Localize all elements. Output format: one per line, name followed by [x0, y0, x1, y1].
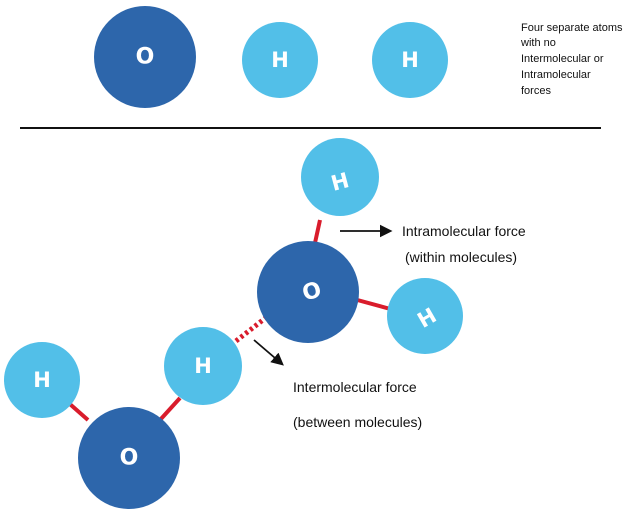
bonds: [61, 219, 395, 422]
separate-atoms-note: Four separate atoms with no Intermolecul…: [520, 22, 626, 97]
note-line-1: Four separate atoms: [521, 22, 623, 34]
note-line-5: forces: [521, 85, 551, 97]
note-line-2: with no: [520, 37, 556, 49]
separate-oxygen-atom: [94, 6, 196, 108]
lower-oxygen-atom: [78, 407, 180, 509]
separate-hydrogen-atom-2: [372, 22, 448, 98]
water-molecule-upper: H O H: [257, 138, 463, 354]
intramolecular-bond-lower-right: [158, 396, 182, 422]
lower-hydrogen-atom-left: [4, 342, 80, 418]
hydrogen-bond-dotted: [234, 314, 270, 343]
upper-hydrogen-atom-top: [301, 138, 379, 216]
intermolecular-arrow: [253, 339, 284, 366]
intramolecular-label-line-1: Intramolecular force: [402, 223, 526, 239]
note-line-3: Intermolecular or: [521, 53, 604, 65]
intermolecular-label-line-2: (between molecules): [293, 414, 422, 430]
intermolecular-label-line-1: Intermolecular force: [293, 379, 417, 395]
lower-oxygen-label: O: [120, 446, 139, 471]
separate-oxygen-label: O: [136, 45, 155, 70]
water-molecule-lower: H H O: [4, 327, 242, 509]
separate-hydrogen-atom-1: [242, 22, 318, 98]
upper-hydrogen-atom-right: [387, 278, 463, 354]
lower-hydrogen-label-left: H: [33, 368, 51, 392]
separate-hydrogen-label-1: H: [271, 48, 289, 72]
lower-hydrogen-label-right: H: [194, 354, 212, 378]
upper-oxygen-atom: [257, 241, 359, 343]
upper-hydrogen-label-top: H: [328, 168, 351, 196]
separate-hydrogen-label-2: H: [401, 48, 419, 72]
note-line-4: Intramolecular: [521, 69, 591, 81]
intramolecular-label-line-2: (within molecules): [405, 249, 517, 265]
lower-hydrogen-atom-right: [164, 327, 242, 405]
separate-atoms: O H H: [94, 6, 448, 108]
